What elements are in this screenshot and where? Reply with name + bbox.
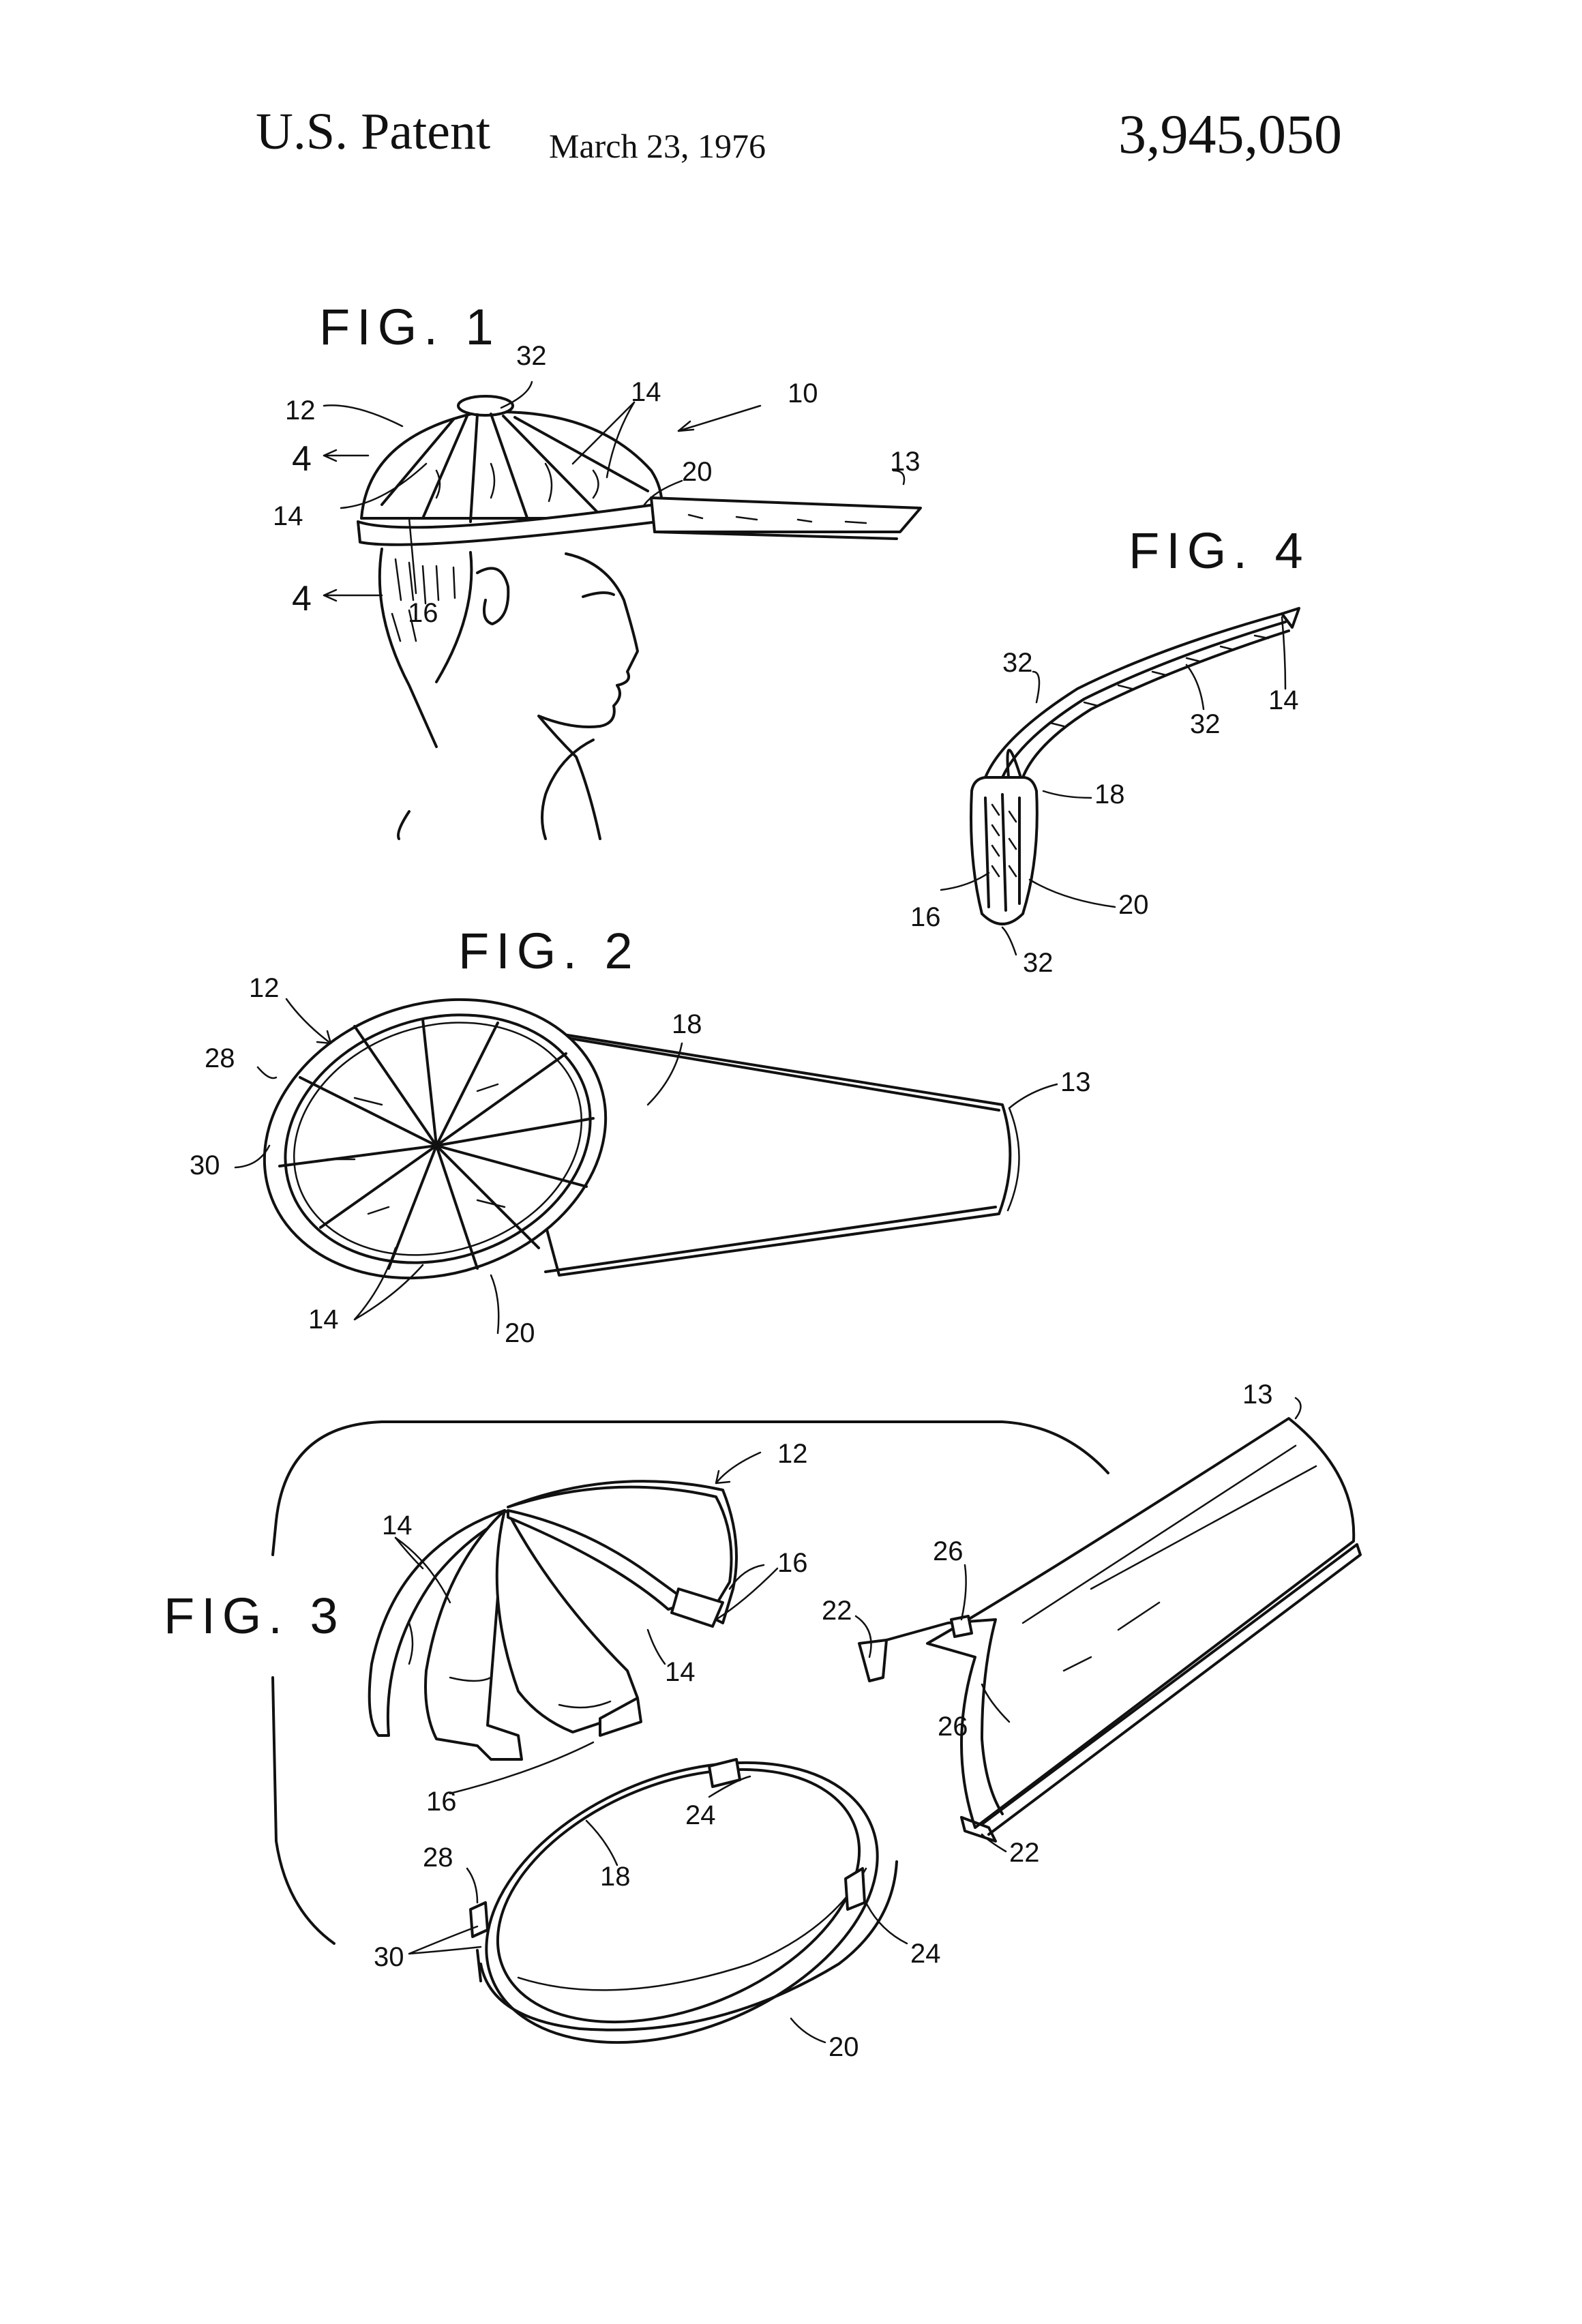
fig1-head-drawing bbox=[378, 548, 639, 840]
fig1-label-14a: 14 bbox=[631, 377, 661, 407]
fig3-label-24a: 24 bbox=[685, 1800, 716, 1830]
fig3-label-20: 20 bbox=[829, 2032, 859, 2062]
fig4-label-32b: 32 bbox=[1190, 709, 1221, 739]
patent-number: 3,945,050 bbox=[1118, 103, 1342, 165]
fig3: FIG. 3 bbox=[164, 1380, 1362, 2062]
fig4-caption: FIG. 4 bbox=[1129, 522, 1310, 579]
fig4-label-20: 20 bbox=[1118, 890, 1149, 920]
fig3-bracket-bottom bbox=[271, 1676, 335, 1945]
fig2-label-12: 12 bbox=[249, 973, 280, 1003]
fig4-label-16: 16 bbox=[910, 902, 941, 932]
fig1-label-4a: 4 bbox=[292, 439, 312, 479]
fig2-cap-plan-drawing bbox=[263, 998, 1020, 1280]
fig4-label-32c: 32 bbox=[1023, 948, 1054, 978]
fig1-label-4b: 4 bbox=[292, 579, 312, 619]
fig1-label-16: 16 bbox=[408, 598, 438, 628]
fig4: FIG. 4 32 14 32 18 20 16 32 bbox=[910, 522, 1310, 978]
fig2-label-14: 14 bbox=[308, 1305, 339, 1335]
fig4-label-14: 14 bbox=[1268, 685, 1299, 715]
fig2-label-28: 28 bbox=[205, 1043, 235, 1073]
fig2-label-30: 30 bbox=[190, 1150, 220, 1180]
fig1-hat-drawing bbox=[357, 395, 922, 546]
fig3-visor-drawing bbox=[858, 1417, 1362, 1843]
fig3-label-14b: 14 bbox=[665, 1657, 696, 1687]
fig3-label-28: 28 bbox=[423, 1843, 453, 1873]
fig3-label-30: 30 bbox=[374, 1942, 404, 1972]
fig3-label-22a: 22 bbox=[822, 1596, 852, 1626]
fig3-label-24b: 24 bbox=[910, 1939, 941, 1969]
fig3-label-26b: 26 bbox=[938, 1712, 968, 1742]
fig1-label-13: 13 bbox=[890, 447, 921, 477]
fig3-label-14a: 14 bbox=[382, 1510, 413, 1540]
fig3-caption: FIG. 3 bbox=[164, 1588, 345, 1644]
fig1-label-14b: 14 bbox=[273, 501, 303, 531]
fig3-crown-segments-drawing bbox=[368, 1480, 738, 1761]
patent-title: U.S. Patent bbox=[256, 103, 491, 160]
fig2: FIG. 2 bbox=[190, 923, 1091, 1348]
fig4-label-18: 18 bbox=[1094, 779, 1125, 809]
fig3-band-drawing bbox=[469, 1758, 898, 2044]
fig3-leader-lines bbox=[394, 1397, 1302, 2044]
fig3-label-16a: 16 bbox=[777, 1548, 808, 1578]
fig2-label-13: 13 bbox=[1060, 1067, 1091, 1097]
fig1-leader-lines bbox=[323, 381, 906, 602]
fig3-label-13: 13 bbox=[1242, 1380, 1273, 1410]
fig1-label-12: 12 bbox=[285, 396, 316, 426]
fig3-bracket-top bbox=[271, 1420, 1109, 1556]
fig1: FIG. 1 bbox=[273, 299, 922, 840]
fig3-label-18: 18 bbox=[600, 1862, 631, 1892]
fig1-label-20: 20 bbox=[682, 457, 713, 487]
fig4-section-drawing bbox=[970, 607, 1300, 925]
fig2-label-18: 18 bbox=[672, 1009, 702, 1039]
fig3-label-16b: 16 bbox=[426, 1787, 457, 1817]
fig3-label-26a: 26 bbox=[933, 1536, 964, 1566]
fig2-leader-lines bbox=[234, 998, 1058, 1335]
fig1-caption: FIG. 1 bbox=[319, 299, 501, 355]
fig4-leader-lines bbox=[940, 616, 1287, 956]
fig2-caption: FIG. 2 bbox=[458, 923, 640, 979]
fig2-label-20: 20 bbox=[505, 1318, 535, 1348]
fig1-label-10: 10 bbox=[788, 378, 818, 408]
fig3-label-12: 12 bbox=[777, 1439, 808, 1469]
patent-date: March 23, 1976 bbox=[549, 127, 766, 165]
fig4-label-32a: 32 bbox=[1002, 648, 1033, 678]
fig3-label-22b: 22 bbox=[1009, 1838, 1040, 1868]
fig1-label-32: 32 bbox=[516, 341, 547, 371]
